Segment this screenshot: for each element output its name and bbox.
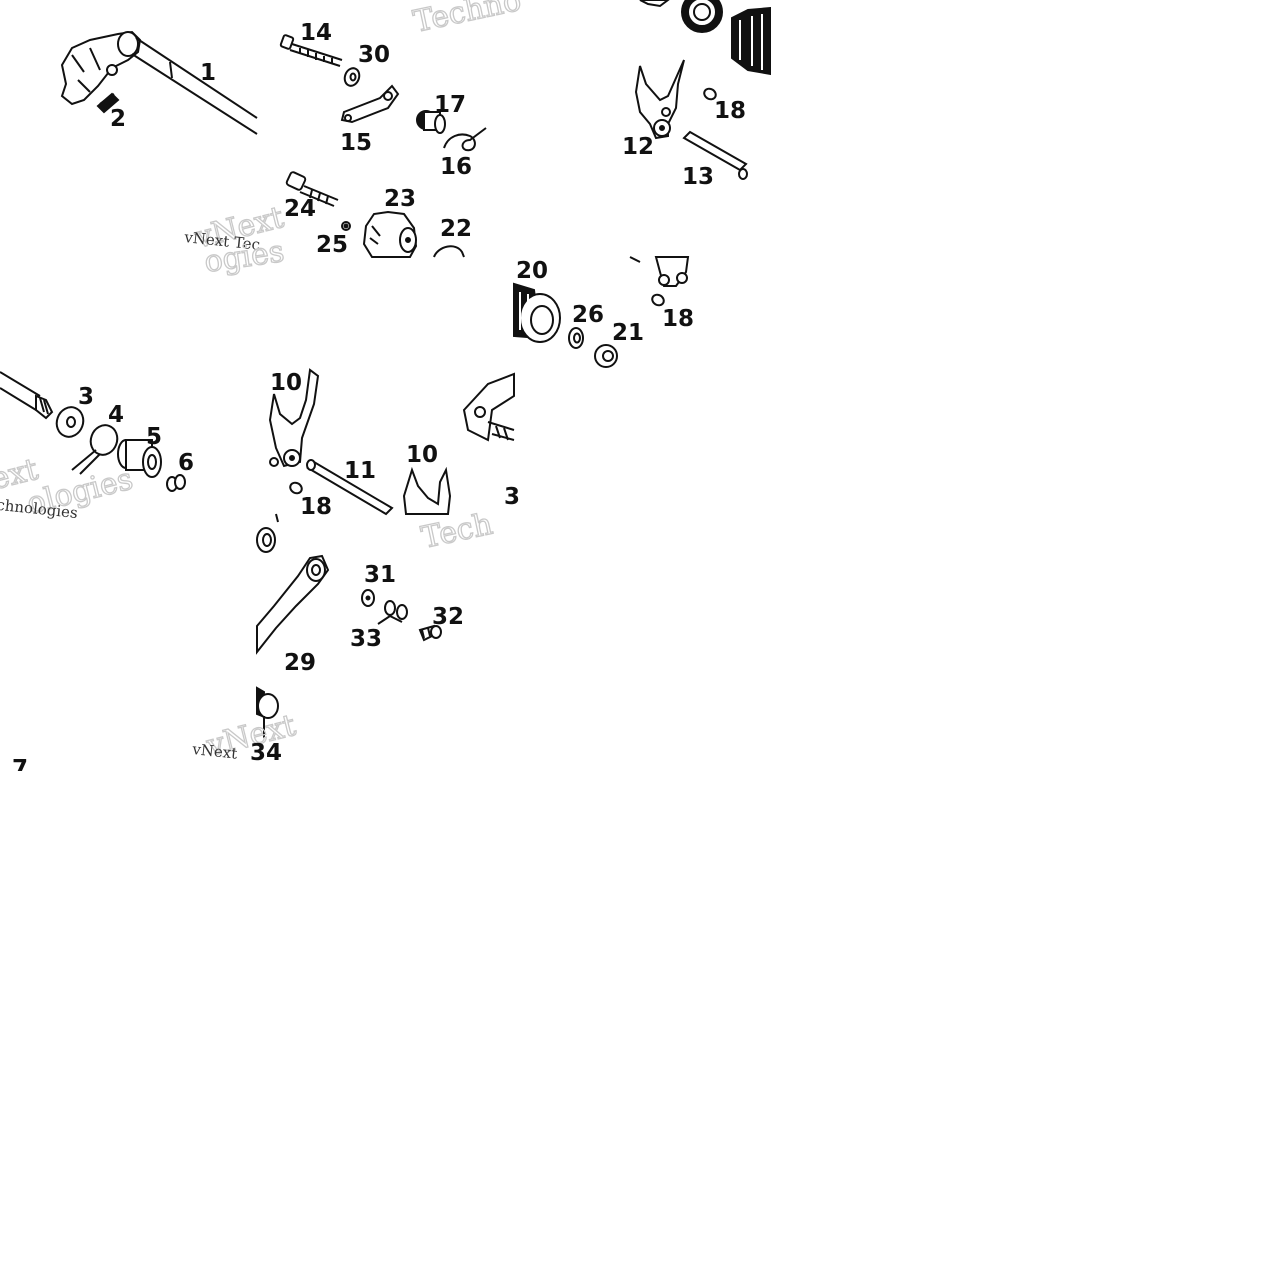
label-33: 33 [350,626,382,652]
part-washer-26 [568,327,584,349]
part-rod-11 [306,459,394,516]
label-10-right: 10 [406,442,438,468]
label-10-left: 10 [270,370,302,396]
watermark-techno: Techno [410,0,525,40]
label-3-right: 3 [504,484,520,510]
label-18-top: 18 [714,98,746,124]
part-pin-18-mid [651,293,665,307]
part-washers-33 [377,600,408,625]
label-18-low: 18 [300,494,332,520]
part-pedal-29 [256,554,330,655]
label-32: 32 [432,604,464,630]
label-23: 23 [384,186,416,212]
part-ring-21 [594,344,618,368]
part-fork-top-frag [629,256,690,287]
label-34: 34 [250,740,282,766]
label-24: 24 [284,196,316,222]
part-rod-13 [682,130,748,180]
watermark-vnext-low: vNext vNext [191,707,300,764]
part-bolt-32 [418,624,442,642]
part-bushing-17 [416,110,446,134]
part-bolt-24 [285,171,339,207]
part-ring-7-top [256,513,279,553]
part-shaft-end [0,371,54,420]
part-ball-25 [341,221,351,231]
label-14: 14 [300,20,332,46]
part-fork-10-left [268,368,320,468]
part-spring-16 [443,127,487,152]
part-ring-6 [166,474,186,492]
part-washer-31 [361,589,375,607]
callout-labels: 1 2 14 30 17 15 16 24 23 25 22 18 12 13 … [12,20,746,782]
svg-text:Techno: Techno [410,0,524,40]
label-4: 4 [108,402,124,428]
label-16: 16 [440,154,472,180]
label-22: 22 [440,216,472,242]
label-13: 13 [682,164,714,190]
label-3: 3 [78,384,94,410]
part-drum-23 [362,210,418,258]
part-circlip-4 [71,424,119,475]
label-2: 2 [110,106,126,132]
part-washer-3 [55,406,85,438]
part-bolt-14 [279,34,343,67]
part-washer-30 [343,67,361,87]
part-ring-22 [433,245,465,258]
label-26: 26 [572,302,604,328]
part-cap-34 [256,686,279,738]
part-gear-top [639,0,772,76]
label-12: 12 [622,134,654,160]
label-11: 11 [344,458,376,484]
part-pin-18-low [289,481,303,495]
label-15: 15 [340,130,372,156]
label-30: 30 [358,42,390,68]
part-link-15 [340,84,400,124]
part-gear-20 [513,282,561,343]
label-18-mid: 18 [662,306,694,332]
label-25: 25 [316,232,348,258]
blank-tile-9 [514,514,771,771]
watermark-vnext: vNext vNext Tec ogies [183,199,288,280]
label-31: 31 [364,562,396,588]
part-shift-shaft [60,30,258,135]
part-pin-18-top [703,87,717,101]
blank-area-bottom [0,771,1285,1285]
part-lever-3-end [462,372,515,442]
label-29: 29 [284,650,316,676]
svg-text:vNext: vNext [191,740,239,763]
part-fork-12 [634,59,685,140]
watermark-ext: ext ologies chnologies [0,451,137,522]
label-5: 5 [146,424,162,450]
label-1: 1 [200,60,216,86]
part-spring-2 [96,92,120,114]
label-21: 21 [612,320,644,346]
label-6: 6 [178,450,194,476]
label-17: 17 [434,92,466,118]
part-bushing-5 [117,439,162,478]
label-20: 20 [516,258,548,284]
part-fork-10-right [402,466,452,515]
